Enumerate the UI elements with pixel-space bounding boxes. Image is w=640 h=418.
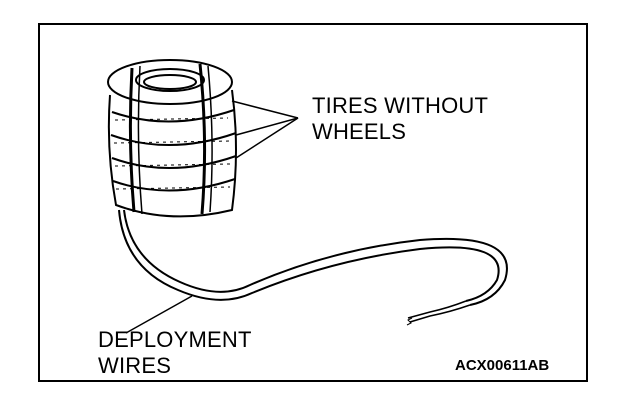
wires-callout-line1: DEPLOYMENT: [98, 327, 252, 352]
deployment-wires: [118, 209, 508, 326]
wires-callout: DEPLOYMENT WIRES: [98, 327, 252, 379]
wires-callout-line2: WIRES: [98, 353, 172, 378]
figure-code: ACX00611AB: [455, 357, 550, 374]
tire-stack: [107, 59, 237, 218]
tires-callout-line2: WHEELS: [312, 119, 407, 144]
leader-lines: [125, 100, 299, 334]
tires-callout: TIRES WITHOUT WHEELS: [312, 93, 488, 145]
tires-callout-line1: TIRES WITHOUT: [312, 93, 489, 118]
